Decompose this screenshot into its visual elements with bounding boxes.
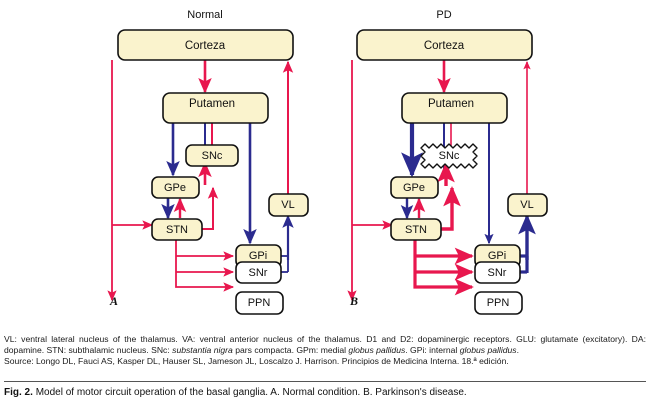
diagram-panels: Normal — [107, 9, 548, 315]
edge-stn-riser — [441, 185, 461, 231]
panel-title-pd: PD — [436, 9, 451, 21]
node-gpe-normal[interactable]: GPe — [151, 176, 200, 199]
snc-degenerated-outline — [420, 143, 478, 169]
figure-caption-text: Model of motor circuit operation of the … — [35, 387, 467, 398]
panel-letter-b: B — [349, 294, 358, 308]
node-ppn-pd[interactable]: PPN — [474, 291, 523, 315]
node-label: SNc — [439, 150, 460, 162]
node-label: Corteza — [185, 40, 226, 52]
legend-text-part2: pars compacta. GPm: medial — [232, 345, 349, 356]
node-label: PPN — [487, 297, 510, 309]
panel-title-normal: Normal — [187, 9, 222, 21]
node-gpe-pd[interactable]: GPe — [390, 176, 439, 199]
node-snr-normal[interactable]: SNr — [235, 261, 282, 284]
node-vl-pd[interactable]: VL — [507, 193, 548, 217]
node-label: VL — [520, 199, 533, 211]
node-label: GPe — [164, 182, 186, 194]
node-label: GPi — [488, 250, 506, 262]
node-label: STN — [405, 224, 427, 236]
legend-text-part3: . GPi: internal — [405, 345, 460, 356]
node-label: GPe — [403, 182, 425, 194]
node-putamen-normal[interactable]: Putamen — [162, 92, 269, 124]
legend-text-part1: VL: ventral lateral nucleus of the thala… — [4, 334, 646, 356]
legend-italic-globus-pallidus-1: globus pallidus — [348, 345, 406, 356]
node-label: SNr — [249, 267, 268, 279]
node-corteza-pd[interactable]: Corteza — [356, 29, 533, 61]
panel-pd: PD — [347, 9, 548, 315]
node-corteza-normal[interactable]: Corteza — [117, 29, 294, 61]
legend-abbreviations: VL: ventral lateral nucleus of the thala… — [4, 334, 646, 368]
legend-italic-globus-pallidus-2: globus pallidus — [459, 345, 517, 356]
panel-normal: Normal — [107, 9, 309, 315]
edge-stn-bus — [413, 240, 463, 289]
legend-italic-substantia-nigra: substantia nigra — [172, 345, 233, 356]
node-label: GPi — [249, 250, 267, 262]
node-stn-normal[interactable]: STN — [151, 218, 203, 241]
node-label: SNr — [488, 267, 507, 279]
node-stn-pd[interactable]: STN — [390, 218, 442, 241]
basal-ganglia-diagram: Normal — [107, 9, 548, 315]
node-snc-pd[interactable]: SNc — [420, 143, 478, 169]
figure-area: Normal — [107, 9, 548, 315]
node-label: SNc — [202, 150, 223, 162]
node-vl-normal[interactable]: VL — [268, 193, 309, 217]
caption-divider — [4, 381, 646, 382]
node-label: PPN — [248, 297, 271, 309]
node-label: VL — [281, 199, 294, 211]
node-ppn-normal[interactable]: PPN — [235, 291, 284, 315]
legend-text-part4: . — [516, 345, 519, 356]
figure-caption: Fig. 2. Model of motor circuit operation… — [4, 386, 646, 400]
figure-caption-label: Fig. 2. — [4, 387, 33, 398]
node-label: STN — [166, 224, 188, 236]
node-label: Putamen — [189, 98, 235, 110]
node-snc-normal[interactable]: SNc — [185, 144, 239, 167]
edge-stn-riser — [202, 186, 219, 230]
node-label: Putamen — [428, 98, 474, 110]
edge-stn-bus — [175, 240, 224, 288]
legend-source: Source: Longo DL, Fauci AS, Kasper DL, H… — [4, 356, 509, 367]
panel-letter-a: A — [109, 294, 118, 308]
node-snr-pd[interactable]: SNr — [474, 261, 521, 284]
node-putamen-pd[interactable]: Putamen — [401, 92, 508, 124]
node-label: Corteza — [424, 40, 465, 52]
